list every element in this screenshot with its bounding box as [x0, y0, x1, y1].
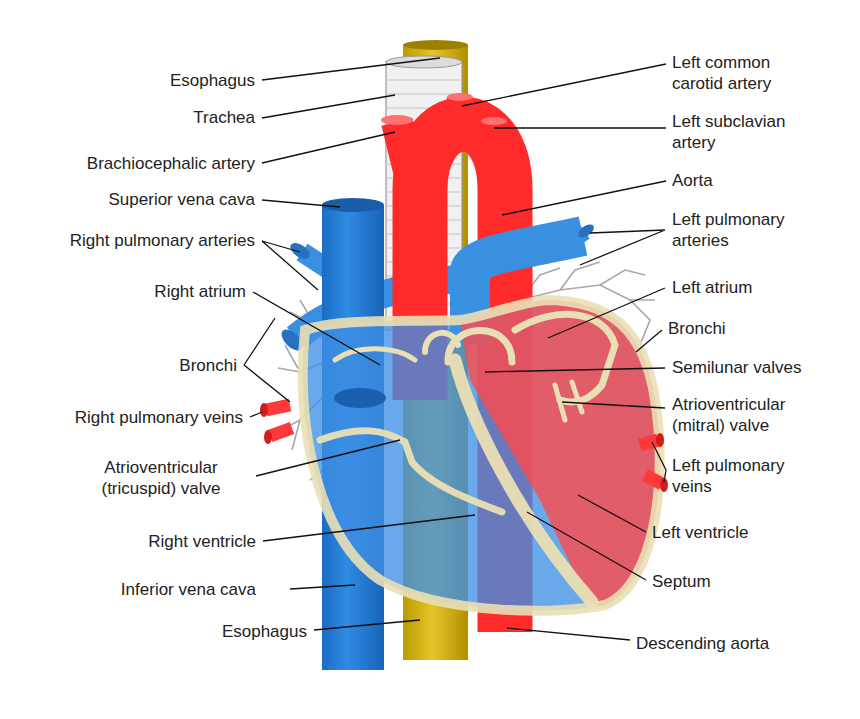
leader-line [250, 412, 262, 417]
leader-line [502, 181, 666, 215]
vena-cava [322, 198, 384, 212]
part-label: Left pulmonary arteries [672, 209, 812, 251]
part-label: Atrioventricular (mitral) valve [672, 394, 812, 436]
pulmonary-veins [264, 430, 272, 444]
pulmonary-veins [260, 403, 268, 417]
aorta [488, 122, 494, 160]
part-label: Esophagus [222, 621, 307, 642]
part-label: Esophagus [170, 70, 255, 91]
leader-line [244, 318, 290, 402]
heart-walls [425, 333, 458, 352]
part-label: Inferior vena cava [121, 579, 256, 600]
part-label: Left common carotid artery [672, 52, 812, 94]
part-label: Aorta [672, 170, 713, 191]
leader-line [636, 330, 662, 352]
part-label: Semilunar valves [672, 357, 801, 378]
leader-line [262, 200, 340, 207]
part-label: Left subclavian artery [672, 111, 812, 153]
leader-line [253, 292, 380, 365]
leader-line [262, 58, 440, 80]
leader-line [578, 495, 646, 532]
pulmonary-trunk [576, 222, 596, 241]
leader-line [507, 628, 630, 640]
leader-line [494, 127, 666, 128]
leader-line [548, 288, 665, 338]
part-label: Left atrium [672, 277, 752, 298]
leader-line [580, 230, 665, 265]
leader-line [485, 368, 665, 372]
leader-line [263, 515, 475, 541]
heart-walls [455, 360, 592, 602]
leader-line [527, 512, 646, 580]
heart-walls [555, 382, 582, 420]
aorta [381, 115, 413, 125]
part-label: Right pulmonary veins [75, 407, 243, 428]
part-label: Left pulmonary veins [672, 455, 812, 497]
leader-line [562, 402, 665, 408]
aorta [481, 117, 507, 125]
pulmonary-veins [260, 403, 668, 492]
aorta [397, 122, 410, 175]
right-pulmonary-artery [288, 240, 313, 262]
leader-line [652, 442, 666, 482]
part-label: Brachiocephalic artery [87, 153, 255, 174]
esophagus [403, 40, 468, 50]
aorta [455, 98, 460, 140]
leader-line [256, 440, 400, 476]
part-label: Atrioventricular (tricuspid) valve [72, 457, 250, 499]
trachea [386, 56, 462, 68]
heart-walls [515, 314, 615, 402]
part-label: Bronchi [179, 355, 237, 376]
heart [280, 280, 700, 650]
part-label: Right atrium [154, 281, 246, 302]
leader-line [462, 64, 666, 106]
part-label: Right ventricle [148, 531, 256, 552]
leader-line [314, 620, 420, 630]
leader-line [262, 132, 395, 163]
pulmonary-veins [656, 433, 664, 447]
part-label: Trachea [193, 107, 255, 128]
leader-line [244, 58, 666, 640]
heart-walls [303, 300, 660, 611]
leader-line [262, 241, 318, 290]
vena-opening [334, 388, 386, 408]
heart-walls [335, 349, 415, 360]
part-label: Left ventricle [652, 522, 748, 543]
part-label: Right pulmonary arteries [70, 230, 255, 251]
part-label: Descending aorta [636, 633, 769, 654]
leader-line [290, 585, 355, 589]
aorta [447, 93, 473, 101]
part-label: Bronchi [668, 318, 726, 339]
part-label: Superior vena cava [109, 189, 255, 210]
heart-walls [320, 431, 502, 512]
heart-walls [303, 300, 660, 611]
part-label: Septum [652, 571, 711, 592]
leader-line [262, 95, 395, 118]
